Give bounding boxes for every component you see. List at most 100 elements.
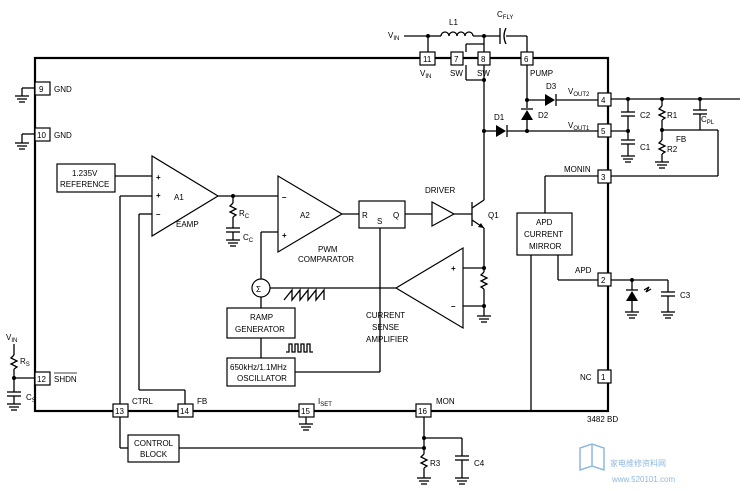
svg-text:15: 15 [301,407,310,416]
a1-label: A1 [174,193,184,202]
svg-text:7: 7 [454,55,459,64]
c4-label: C4 [474,459,485,468]
control-block [127,434,180,463]
apd-photodiode [626,291,638,301]
cpl-label: CPL [701,115,715,126]
top-pins: 11 7 8 6 VIN SW SW PUMP [419,51,553,80]
cs-cap-label: CS [26,393,36,404]
resistor-r2 [657,139,667,155]
svg-text:+: + [282,231,287,240]
pin11-label: VIN [420,69,431,80]
svg-text:–: – [282,193,287,202]
svg-text:10: 10 [37,131,46,140]
cs-line1: CURRENT [366,311,405,320]
svg-text:6: 6 [524,55,529,64]
fb-pin-label: FB [197,397,207,406]
svg-text:11: 11 [423,55,432,64]
svg-text:12: 12 [37,375,46,384]
l1-label: L1 [449,18,458,27]
part-code: 3482 BD [587,415,618,424]
vout1-label: VOUT1 [568,121,590,132]
vin-top-label: VIN [388,31,399,42]
r2-label: R2 [667,145,678,154]
pin-7 [450,51,464,66]
pin6-label: PUMP [530,69,553,78]
osc-line2: OSCILLATOR [237,374,287,383]
latch-s: S [377,217,382,226]
pwm-line2: COMPARATOR [298,255,354,264]
apd-mirror-line2: CURRENT [524,230,563,239]
apd-mirror-line1: APD [536,218,553,227]
pwm-comparator-a2 [277,174,344,254]
bottom-pins: 13 CTRL 14 FB 15 ISET 16 MON CONTROL BLO… [112,397,531,485]
ramp-line2: GENERATOR [235,325,285,334]
ctrl-label: CTRL [132,397,153,406]
vin-left-label: VIN [6,333,17,344]
latch-r: R [362,211,368,220]
top-external: VIN L1 CFLY [388,10,528,52]
r1-label: R1 [667,111,678,120]
rc-label: RC [239,209,250,220]
reference-line2: REFERENCE [60,180,109,189]
d1-label: D1 [494,113,505,122]
svg-text:1: 1 [601,373,606,382]
q1-label: Q1 [488,211,499,220]
diode-d3 [545,94,555,106]
control-line2: BLOCK [140,450,168,459]
c3-label: C3 [680,291,691,300]
resistor-r1 [657,105,667,121]
driver-buffer [431,200,456,228]
sawtooth-icon [283,288,325,302]
svg-text:13: 13 [115,407,124,416]
watermark: 家电维修资料网 www.520101.com [579,443,675,484]
cfly-plate-b [503,27,507,45]
resistor-rc [228,202,238,218]
diode-d1 [496,125,506,137]
cfly-label: CFLY [497,10,513,21]
ramp-line1: RAMP [250,313,273,322]
reference-box [56,163,116,193]
current-sense-amplifier [394,246,464,330]
fb-right-label: FB [676,135,686,144]
cs-line2: SENSE [372,323,399,332]
cs-line3: AMPLIFIER [366,335,408,344]
pin-11 [419,51,436,66]
inductor-l1 [440,31,474,37]
monin-label: MONIN [564,165,591,174]
svg-text:8: 8 [481,55,486,64]
gnd-pins: 9 GND 10 GND [15,81,72,150]
gnd9-label: GND [54,85,72,94]
watermark-url: www.520101.com [611,475,675,484]
latch-q: Q [393,211,399,220]
cc-label: CC [243,233,254,244]
rs-label: RS [20,357,30,368]
svg-text:+: + [451,264,456,273]
resistor-rs [9,354,19,370]
reference-line1: 1.235V [72,169,98,178]
d3-label: D3 [546,82,557,91]
light-arrow-icon [643,286,652,293]
svg-text:4: 4 [601,96,606,105]
pwm-line1: PWM [318,245,338,254]
nc-label: NC [580,373,592,382]
svg-text:–: – [451,302,456,311]
apd-mirror-line3: MIRROR [529,242,562,251]
summing-junction [251,278,271,298]
c1-label: C1 [640,143,651,152]
sigma-label: Σ [256,285,261,294]
pin7-label: SW [450,69,463,78]
pin-1 [597,369,612,384]
c2-label: C2 [640,111,651,120]
vout2-label: VOUT2 [568,87,590,98]
oscillator [226,357,296,387]
control-line1: CONTROL [134,439,174,448]
diode-d2 [521,110,533,120]
svg-text:16: 16 [418,407,427,416]
svg-text:–: – [156,210,161,219]
ic-outline [33,56,610,413]
r3-label: R3 [430,459,441,468]
output-section: D3 VOUT2 D2 D1 VOUT1 4 5 C2 [482,65,740,411]
driver-label: DRIVER [425,186,455,195]
eamp-label: EAMP [176,220,199,229]
